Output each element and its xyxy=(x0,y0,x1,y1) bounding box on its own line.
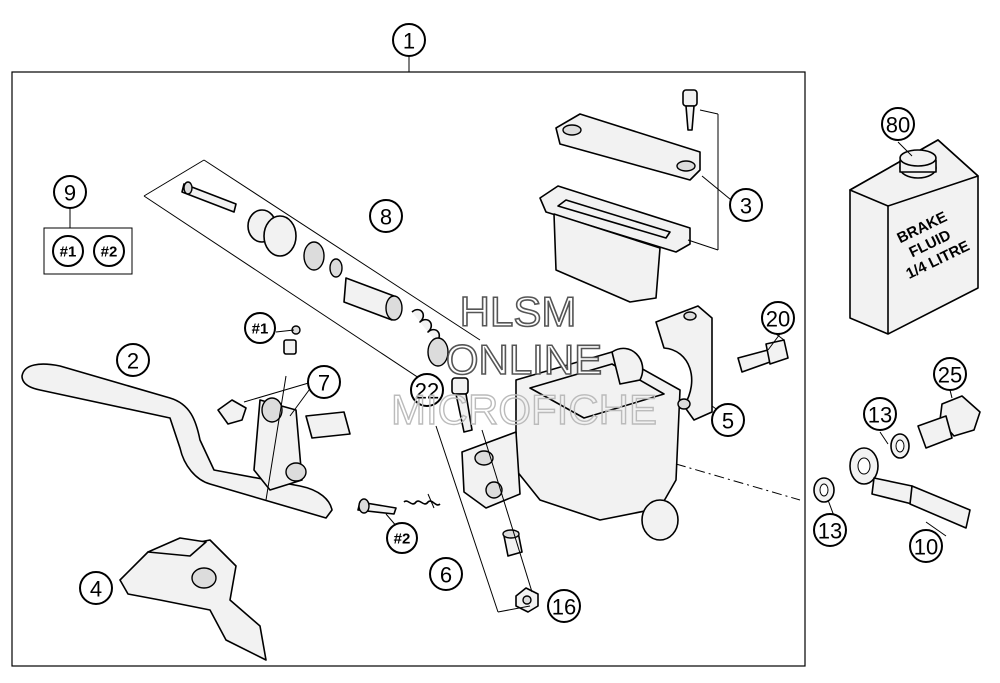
svg-text:22: 22 xyxy=(415,379,439,404)
svg-text:20: 20 xyxy=(766,307,790,332)
watermark: HLSM ONLINE MICROFICHE xyxy=(390,287,657,434)
svg-text:3: 3 xyxy=(740,194,752,219)
lever-guard xyxy=(119,537,267,661)
brake-fluid-bottle xyxy=(849,139,979,335)
cover-screw xyxy=(682,89,698,131)
svg-text:5: 5 xyxy=(722,409,734,434)
reservoir-gasket xyxy=(539,185,691,303)
svg-text:#2: #2 xyxy=(101,244,118,261)
bushing xyxy=(502,529,523,557)
callout-9: 9 xyxy=(53,175,87,209)
callout-13-lower: 13 xyxy=(813,513,847,547)
callout-7: 7 xyxy=(307,365,341,399)
reservoir-cover xyxy=(555,113,701,181)
svg-text:#1: #1 xyxy=(60,244,77,261)
callout-3: 3 xyxy=(729,188,763,222)
callout-set-screw: #1 xyxy=(244,312,276,344)
svg-text:25: 25 xyxy=(938,363,962,388)
svg-text:16: 16 xyxy=(552,595,576,620)
svg-text:2: 2 xyxy=(127,349,139,374)
piston-kit xyxy=(181,181,449,367)
callout-22: 22 xyxy=(410,373,444,407)
set-screw xyxy=(283,325,301,355)
svg-text:80: 80 xyxy=(886,113,910,138)
svg-text:#2: #2 xyxy=(394,531,411,548)
callout-kit-1: #1 xyxy=(52,235,84,267)
callout-2: 2 xyxy=(116,343,150,377)
banjo-fitting xyxy=(849,447,971,529)
body-screw xyxy=(451,377,473,433)
handlebar-clamp xyxy=(655,305,713,421)
master-cylinder-body xyxy=(461,347,681,541)
callout-10: 10 xyxy=(909,529,943,563)
watermark-line2: ONLINE xyxy=(446,336,602,383)
callout-16: 16 xyxy=(547,589,581,623)
watermark-line1: HLSM xyxy=(460,288,577,335)
callout-20: 20 xyxy=(761,301,795,335)
banjo-bolt xyxy=(917,395,981,449)
svg-text:7: 7 xyxy=(318,371,330,396)
callout-pivot-pin: #2 xyxy=(386,522,418,554)
callout-80: 80 xyxy=(881,107,915,141)
washer-lower xyxy=(813,477,835,503)
svg-text:1: 1 xyxy=(403,29,415,54)
svg-text:10: 10 xyxy=(914,535,938,560)
svg-text:13: 13 xyxy=(868,403,892,428)
callout-kit-2: #2 xyxy=(93,235,125,267)
lever-nut xyxy=(515,587,539,613)
callout-25: 25 xyxy=(933,357,967,391)
svg-text:6: 6 xyxy=(440,563,452,588)
callout-4: 4 xyxy=(79,571,113,605)
callout-13-upper: 13 xyxy=(863,397,897,431)
svg-text:13: 13 xyxy=(818,519,842,544)
clamp-screw xyxy=(737,339,789,373)
svg-text:9: 9 xyxy=(64,181,76,206)
callout-6: 6 xyxy=(429,557,463,591)
callout-8: 8 xyxy=(369,199,403,233)
callout-5: 5 xyxy=(711,403,745,437)
svg-text:4: 4 xyxy=(90,577,102,602)
washer-upper xyxy=(890,433,910,459)
pivot-pin xyxy=(357,498,441,515)
callout-1: 1 xyxy=(392,23,426,57)
lever-adjuster xyxy=(217,399,351,439)
svg-text:#1: #1 xyxy=(252,321,269,338)
kit-box xyxy=(43,227,133,275)
brake-lever xyxy=(21,363,333,519)
svg-text:8: 8 xyxy=(380,205,392,230)
watermark-line3: MICROFICHE xyxy=(391,386,657,433)
